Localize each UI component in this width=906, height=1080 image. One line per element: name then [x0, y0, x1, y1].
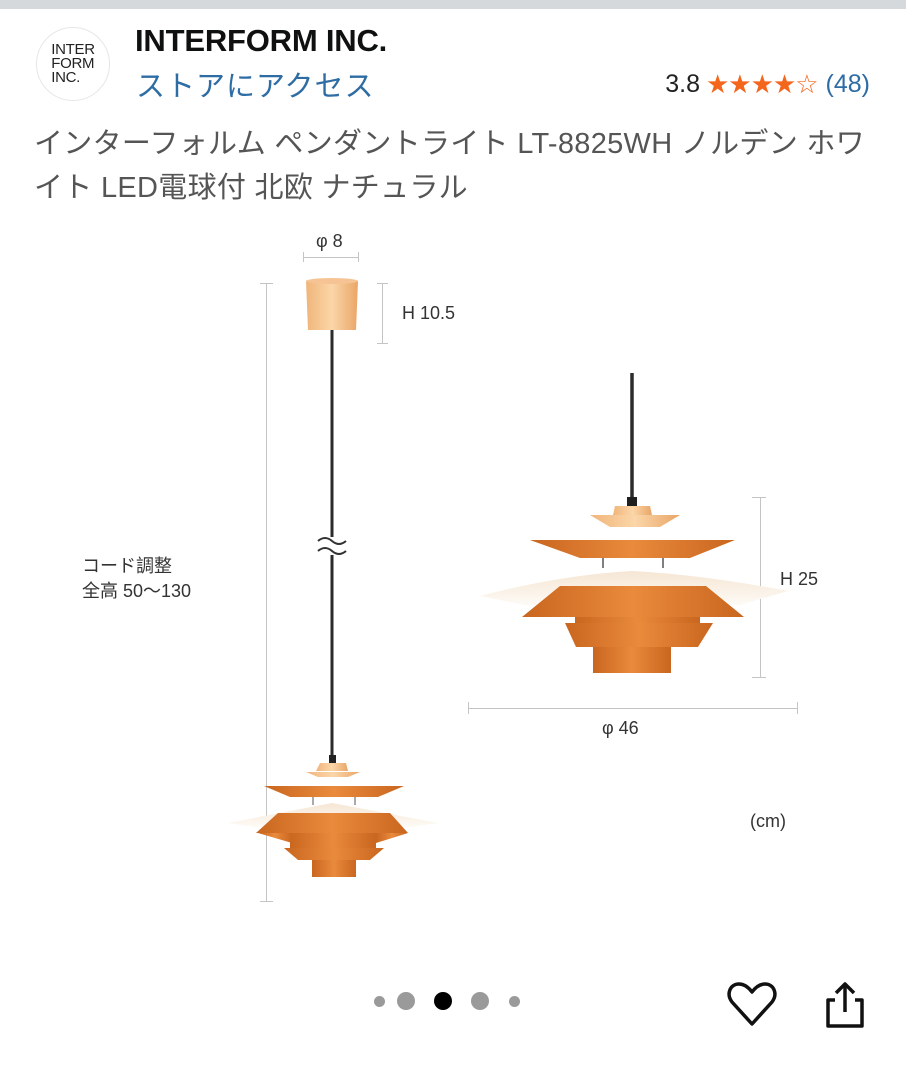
product-image[interactable]: φ 8 H 10.5 コード調整 全高 50〜130 H 25 φ 46 (cm…: [0, 215, 906, 965]
carousel-dot-3-active[interactable]: [434, 992, 452, 1010]
canopy-height-line: [382, 283, 383, 343]
top-status-strip: [0, 0, 906, 9]
shade-diameter-label: φ 46: [602, 718, 639, 738]
rating-count-link[interactable]: (48): [825, 70, 870, 98]
store-logo-text: INTER FORM INC.: [51, 41, 95, 86]
canopy-diameter-line: [303, 257, 359, 258]
visit-store-link[interactable]: ストアにアクセス: [136, 71, 375, 103]
small-shade-icon: [228, 755, 438, 877]
shade-diameter-tick-right: [797, 702, 798, 714]
rating-value: 3.8: [665, 70, 700, 98]
carousel-dot-4[interactable]: [471, 992, 489, 1010]
shade-height-tick-top: [752, 497, 766, 498]
star-empty-icon: ☆: [795, 69, 818, 99]
share-button[interactable]: [822, 980, 868, 1030]
stars-filled-icon: ★★★★: [705, 69, 796, 99]
canopy-icon: [306, 278, 358, 330]
canopy-diameter-tick-right: [358, 252, 359, 262]
cord-adjust-label: コード調整: [82, 556, 172, 576]
share-icon: [826, 982, 864, 1028]
store-logo[interactable]: INTER FORM INC.: [36, 27, 110, 101]
canopy-diameter-label: φ 8: [316, 231, 343, 251]
shade-diameter-tick-left: [468, 702, 469, 714]
store-name: INTERFORM INC.: [135, 23, 388, 58]
star-rating-icon: ★★★★☆: [705, 69, 819, 100]
favorite-button[interactable]: [726, 980, 778, 1028]
carousel-dot-1[interactable]: [374, 995, 385, 1007]
unit-label: (cm): [750, 811, 786, 831]
total-height-line: [266, 283, 267, 901]
canopy-height-label: H 10.5: [402, 303, 456, 323]
canopy-height-tick-bottom: [377, 343, 388, 344]
pendant-lamp-illustration: [228, 278, 788, 877]
heart-icon: [727, 982, 777, 1026]
shade-height-tick-bottom: [752, 677, 766, 678]
total-height-tick-top: [260, 283, 273, 284]
canopy-diameter-tick-left: [303, 252, 304, 262]
shade-height-label: H 25: [780, 569, 819, 589]
total-height-tick-bottom: [260, 901, 273, 902]
image-carousel-indicator: [370, 992, 520, 1010]
carousel-dot-5[interactable]: [509, 995, 520, 1007]
large-shade-icon: [480, 506, 788, 673]
product-title: インターフォルム ペンダントライト LT-8825WH ノルデン ホワイト LE…: [34, 128, 865, 204]
rating-summary[interactable]: 3.8 ★★★★☆ (48): [665, 69, 870, 100]
shade-diameter-line: [468, 708, 798, 709]
carousel-dot-2[interactable]: [397, 992, 415, 1010]
store-header: INTER FORM INC. INTERFORM INC. ストアにアクセス …: [0, 9, 906, 109]
canopy-height-tick-top: [377, 283, 388, 284]
total-height-range-label: 全高 50〜130: [82, 581, 192, 601]
